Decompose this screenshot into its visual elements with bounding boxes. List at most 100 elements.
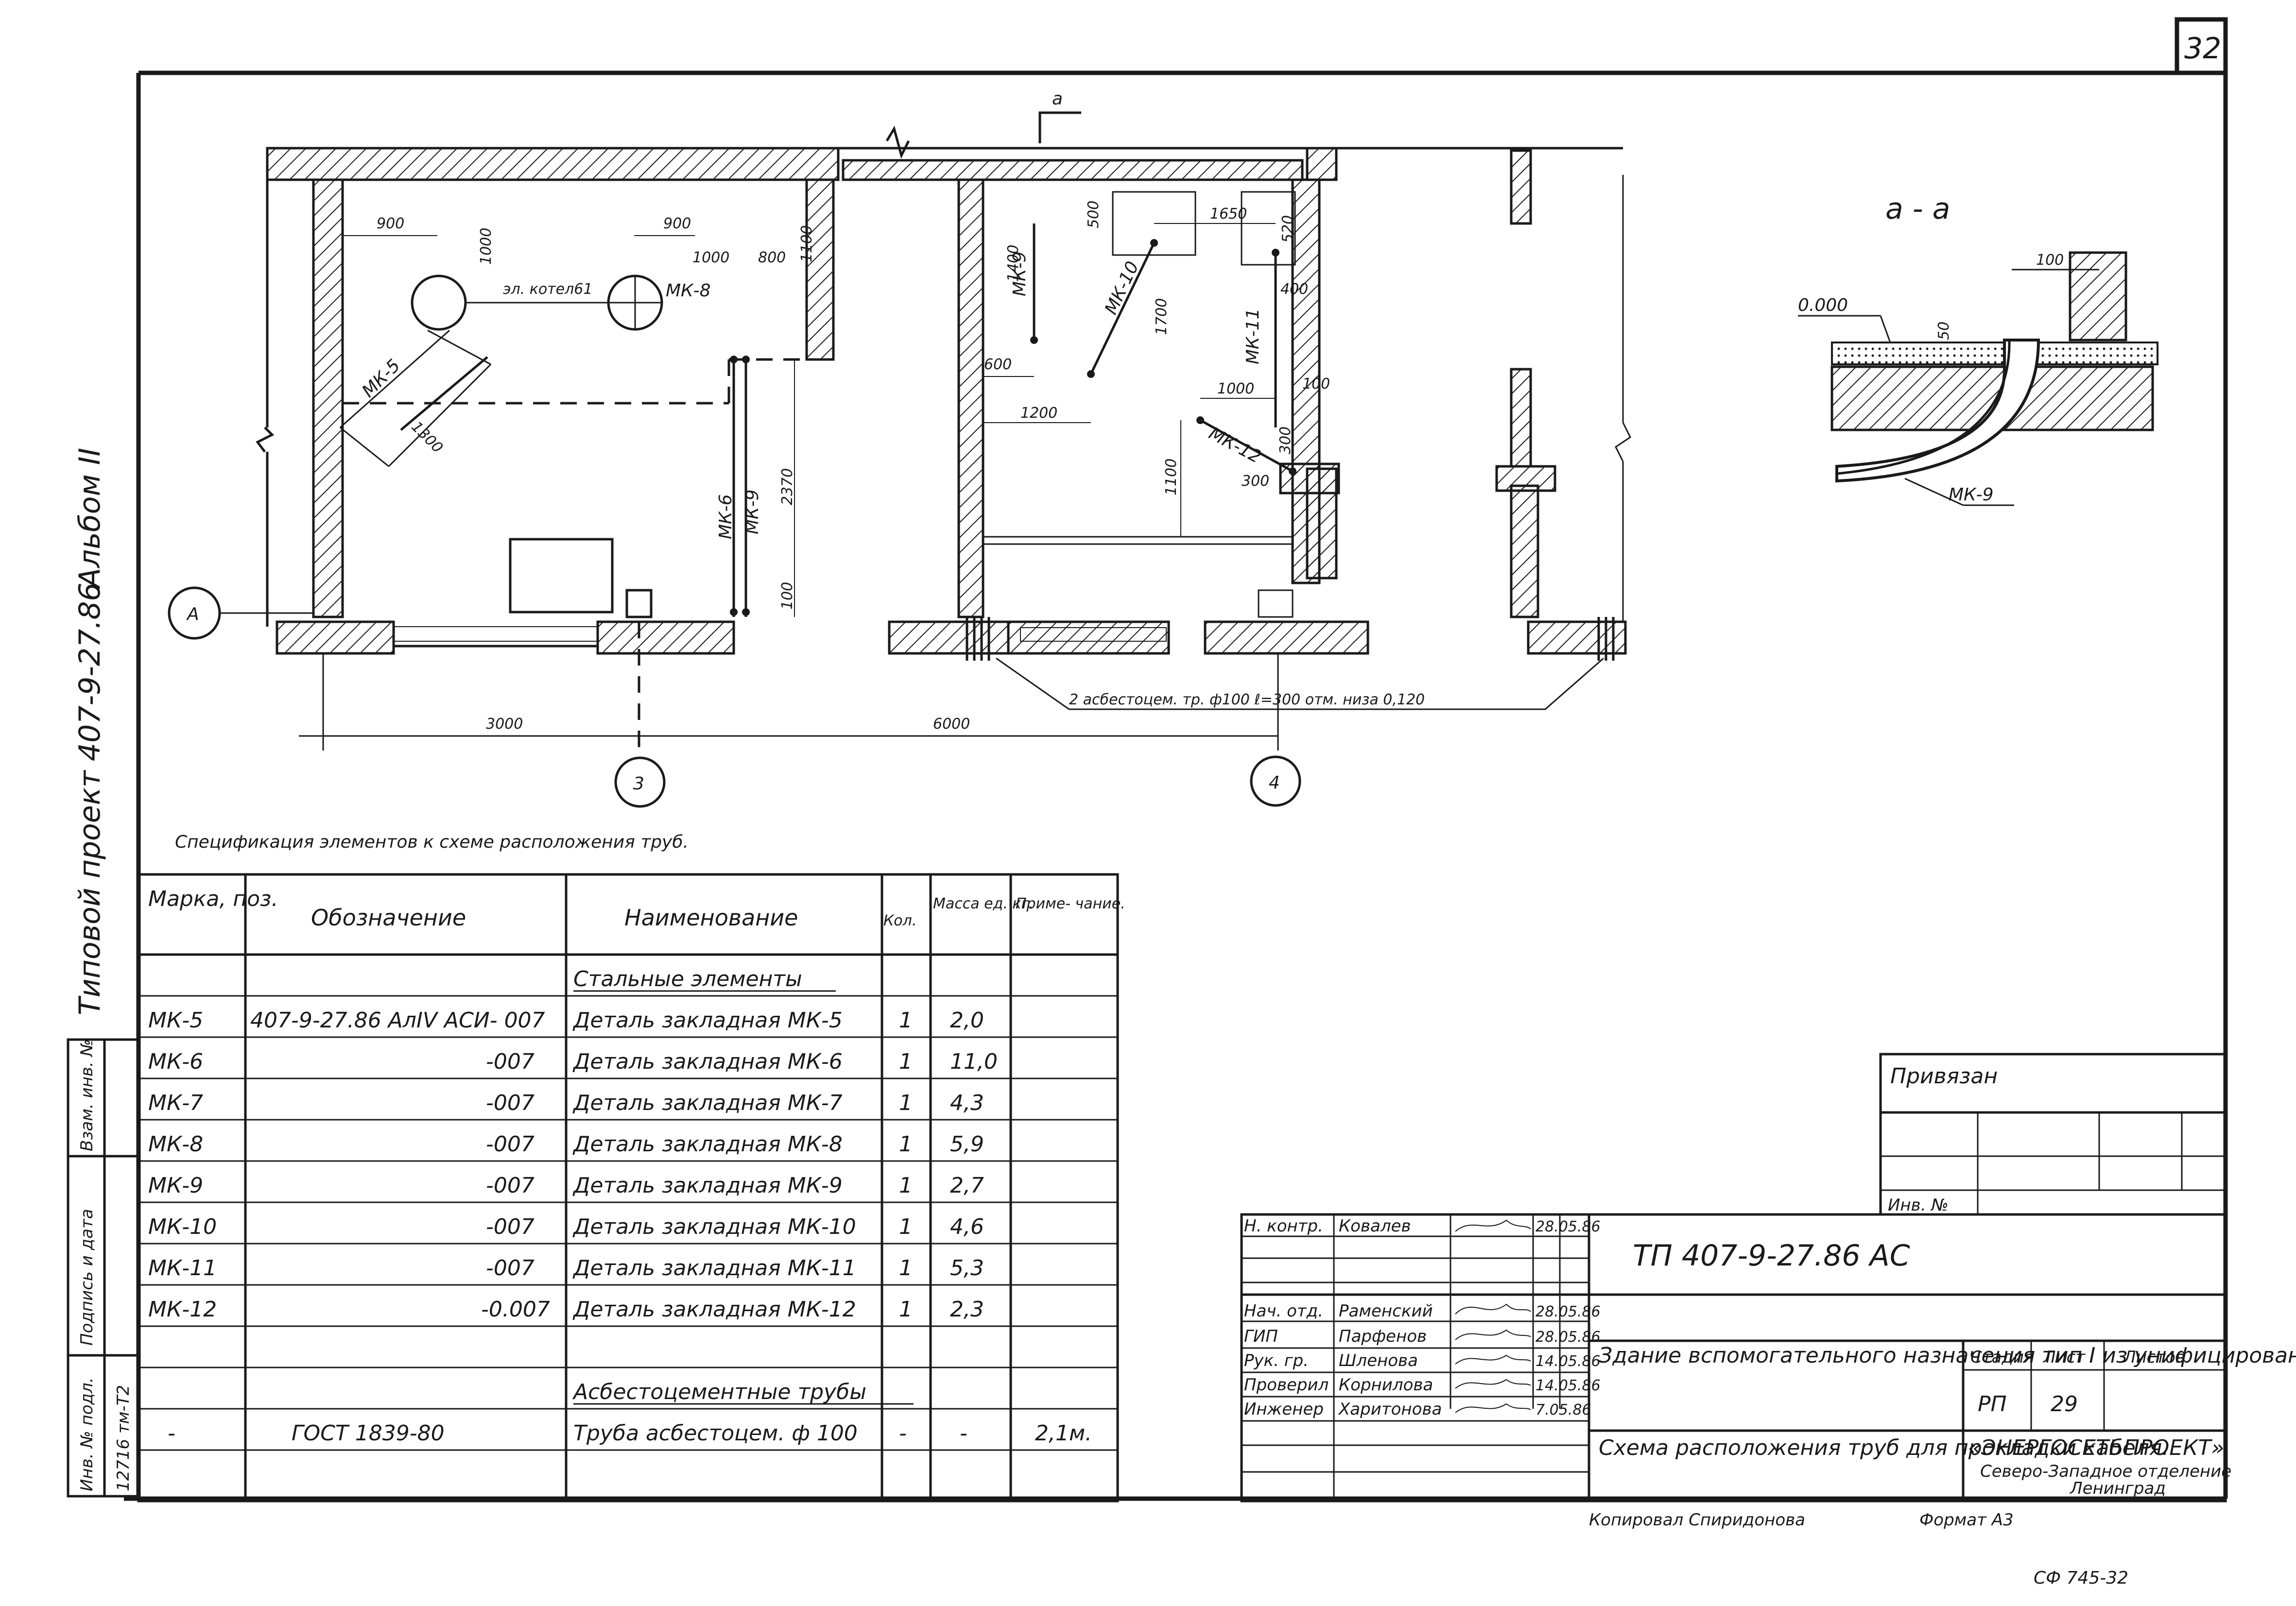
svg-text:МК-5: МК-5 (148, 1008, 203, 1033)
svg-text:Стадия: Стадия (1970, 1348, 2034, 1367)
left-stamp: Взам. инв. № Подпись и дата Инв. № подл.… (67, 1038, 140, 1498)
svg-text:МК-6: МК-6 (148, 1049, 203, 1074)
privyazan-block: Привязан Инв. № (1879, 1053, 2227, 1216)
svg-text:Типовой проект 407-9-27.86: Типовой проект 407-9-27.86 (73, 582, 107, 1015)
svg-text:1000: 1000 (692, 249, 729, 266)
svg-text:1300: 1300 (408, 418, 446, 457)
svg-text:Нач. отд.: Нач. отд. (1244, 1301, 1323, 1321)
svg-text:2,3: 2,3 (950, 1297, 984, 1322)
svg-text:Лист: Лист (2042, 1348, 2086, 1367)
svg-text:Деталь закладная МК-11: Деталь закладная МК-11 (572, 1256, 856, 1281)
svg-text:28.05.86: 28.05.86 (1536, 1329, 1601, 1346)
svg-text:Копировал Спиридонова: Копировал Спиридонова (1589, 1510, 1805, 1530)
svg-text:28.05.86: 28.05.86 (1536, 1218, 1601, 1235)
svg-text:1100: 1100 (798, 225, 815, 262)
svg-text:5,9: 5,9 (950, 1132, 984, 1157)
svg-text:ГИП: ГИП (1244, 1327, 1278, 1346)
table-row: МК-11 -007 Деталь закладная МК-11 1 5,3 (148, 1256, 984, 1281)
junction-box (625, 589, 653, 618)
sheet-frame: 32 СФ 745-32 (124, 17, 2228, 1588)
section-mark-top: а (1052, 89, 1063, 109)
pipes-note: 2 асбестоцем. тр. ф100 ℓ=300 отм. низа 0… (1069, 691, 1425, 708)
svg-text:4: 4 (1269, 773, 1280, 793)
svg-text:1: 1 (899, 1256, 913, 1281)
svg-text:МК-10: МК-10 (148, 1214, 217, 1239)
drawing-code: ТП 407-9-27.86 АС (1633, 1239, 1910, 1273)
svg-text:-007: -007 (486, 1132, 535, 1157)
svg-text:11,0: 11,0 (950, 1049, 998, 1074)
svg-text:Масса ед. кг.: Масса ед. кг. (933, 895, 1034, 912)
svg-text:Приме- чание.: Приме- чание. (1016, 895, 1125, 912)
svg-text:2,7: 2,7 (950, 1173, 984, 1198)
svg-text:Деталь закладная МК-7: Деталь закладная МК-7 (572, 1091, 843, 1115)
svg-text:«ЭНЕРГОСЕТЬПРОЕКТ»: «ЭНЕРГОСЕТЬПРОЕКТ» (1968, 1435, 2224, 1460)
svg-text:а - а: а - а (1885, 192, 1950, 226)
svg-text:14.05.86: 14.05.86 (1536, 1377, 1601, 1394)
svg-text:900: 900 (663, 215, 691, 232)
svg-text:2,0: 2,0 (950, 1008, 984, 1033)
svg-text:А: А (186, 604, 199, 624)
svg-text:-: - (960, 1421, 967, 1446)
svg-text:-: - (168, 1421, 175, 1446)
svg-text:1400: 1400 (1005, 245, 1022, 282)
svg-text:-0.007: -0.007 (481, 1297, 550, 1322)
svg-text:1000: 1000 (478, 228, 495, 265)
table-row: МК-6 -007 Деталь закладная МК-6 1 11,0 (148, 1049, 998, 1074)
svg-text:Раменский: Раменский (1339, 1301, 1433, 1321)
svg-text:-007: -007 (486, 1256, 535, 1281)
svg-text:ГОСТ 1839-80: ГОСТ 1839-80 (292, 1421, 445, 1446)
sheet-number: 32 (2184, 32, 2221, 66)
svg-text:МК-11: МК-11 (1243, 308, 1263, 364)
table-row: МК-5 407-9-27.86 АлIV АСИ- 007 Деталь за… (148, 1008, 984, 1033)
equipment-circle-left (411, 274, 467, 331)
svg-text:4,3: 4,3 (950, 1091, 984, 1115)
svg-text:1: 1 (899, 1214, 913, 1239)
svg-text:Асбестоцементные трубы: Асбестоцементные трубы (572, 1380, 866, 1404)
svg-text:3: 3 (633, 774, 644, 794)
svg-text:1: 1 (899, 1049, 913, 1074)
svg-text:Н. контр.: Н. контр. (1244, 1216, 1323, 1236)
svg-text:3000: 3000 (486, 716, 523, 733)
svg-text:Проверил: Проверил (1244, 1375, 1329, 1395)
svg-text:Инв. №: Инв. № (1888, 1196, 1949, 1215)
table-row: МК-12 -0.007 Деталь закладная МК-12 1 2,… (148, 1297, 984, 1322)
svg-text:эл. котел61: эл. котел61 (503, 281, 592, 298)
svg-text:-007: -007 (486, 1091, 535, 1115)
svg-text:Привязан: Привязан (1890, 1064, 1998, 1089)
svg-text:-: - (899, 1421, 907, 1446)
svg-text:100: 100 (779, 582, 796, 610)
svg-text:800: 800 (758, 249, 786, 266)
section-a-a: а - а 0.000 100 50 МК-9 (1798, 192, 2158, 506)
svg-text:6000: 6000 (933, 716, 970, 733)
svg-text:29: 29 (2051, 1392, 2078, 1417)
svg-text:Труба асбестоцем. ф 100: Труба асбестоцем. ф 100 (573, 1421, 858, 1446)
svg-text:900: 900 (377, 215, 404, 232)
svg-text:300: 300 (1277, 427, 1294, 454)
svg-text:-007: -007 (486, 1214, 535, 1239)
svg-text:500: 500 (1085, 201, 1102, 228)
svg-text:Листов: Листов (2123, 1348, 2185, 1367)
svg-text:Деталь закладная МК-12: Деталь закладная МК-12 (572, 1297, 856, 1322)
floor-plan: а (168, 89, 1631, 808)
svg-text:МК-9: МК-9 (742, 489, 762, 534)
svg-text:Деталь закладная МК-6: Деталь закладная МК-6 (572, 1049, 843, 1074)
svg-text:Деталь закладная МК-9: Деталь закладная МК-9 (572, 1173, 843, 1198)
svg-text:407-9-27.86 АлIV АСИ- 007: 407-9-27.86 АлIV АСИ- 007 (250, 1008, 545, 1033)
table-row: МК-8 -007 Деталь закладная МК-8 1 5,9 (148, 1132, 984, 1157)
svg-text:МК-5: МК-5 (358, 356, 404, 401)
svg-text:1700: 1700 (1153, 298, 1170, 335)
svg-text:12716 тм-Т2: 12716 тм-Т2 (114, 1385, 133, 1491)
svg-text:Ковалев: Ковалев (1339, 1216, 1411, 1236)
side-project-label: Типовой проект 407-9-27.86 Альбом II (73, 448, 107, 1015)
title-block: Н. контр. Ковалев 28.05.86 Нач. отд. Рам… (1240, 1213, 2296, 1530)
svg-text:28.05.86: 28.05.86 (1536, 1303, 1601, 1320)
svg-text:Обозначение: Обозначение (311, 905, 466, 931)
svg-text:Здание вспомогательного назнач: Здание вспомогательного назначения тип I… (1599, 1343, 2296, 1368)
pipe-ticks (966, 617, 1615, 661)
svg-text:1000: 1000 (1217, 380, 1254, 397)
svg-text:Кол.: Кол. (883, 912, 916, 929)
svg-text:МК-9: МК-9 (1949, 485, 1994, 505)
axis-bubble-3 (614, 756, 666, 808)
svg-text:Корнилова: Корнилова (1339, 1375, 1433, 1395)
svg-text:2370: 2370 (779, 468, 796, 505)
